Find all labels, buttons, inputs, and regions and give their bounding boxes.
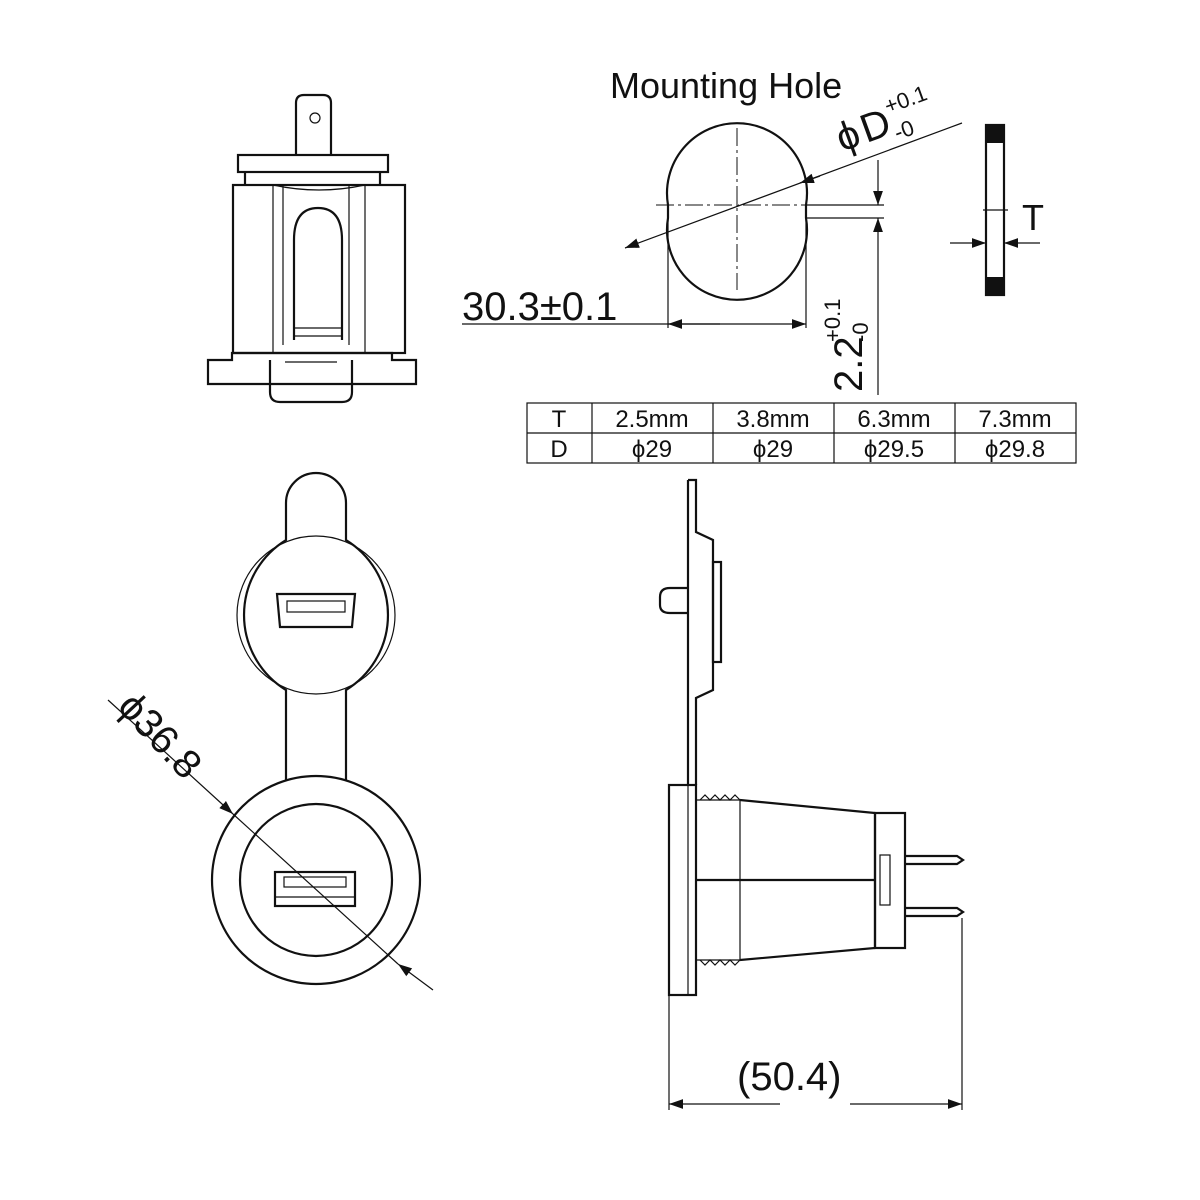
side-view-socket: (50.4) (658, 478, 965, 1110)
socket-flange (667, 783, 698, 997)
table-cell: D (550, 436, 567, 463)
phi-d-tol-upper: +0.1 (881, 80, 930, 118)
front-view-socket: ϕ36.8 (107, 471, 434, 991)
mounting-hole-title: Mounting Hole (610, 65, 842, 106)
table-header-cell: T (552, 406, 567, 433)
thickness-label: T (1022, 197, 1044, 238)
table-cell: ϕ29.5 (864, 436, 924, 463)
table-cell: ϕ29 (632, 436, 672, 463)
diameter-label: ϕ36.8 (109, 684, 210, 787)
dust-cap-outline (243, 471, 389, 792)
flat-width-label: 30.3±0.1 (462, 285, 617, 329)
flat-depth-label: 2.2 (827, 336, 871, 392)
top-view-socket (206, 93, 418, 404)
flat-depth-tol-upper: +0.1 (820, 299, 845, 342)
usb-port (273, 870, 357, 908)
table-cell: ϕ29.8 (985, 436, 1045, 463)
table-cell: ϕ29 (753, 436, 793, 463)
socket-face (238, 802, 394, 958)
thickness-diameter-table: T 2.5mm 3.8mm 6.3mm 7.3mm D ϕ29 ϕ29 ϕ29.… (526, 402, 1077, 464)
table-header-cell: 7.3mm (978, 406, 1051, 433)
flat-depth-tol-lower: -0 (848, 322, 873, 342)
table-header-cell: 2.5mm (615, 406, 688, 433)
table-header-cell: 6.3mm (857, 406, 930, 433)
table-header-cell: 3.8mm (736, 406, 809, 433)
socket-bezel (210, 774, 422, 986)
mounting-hole-view: Mounting Hole ϕ D +0.1 -0 30.3±0.1 2.2 +… (462, 65, 1044, 395)
length-label: (50.4) (737, 1055, 842, 1099)
